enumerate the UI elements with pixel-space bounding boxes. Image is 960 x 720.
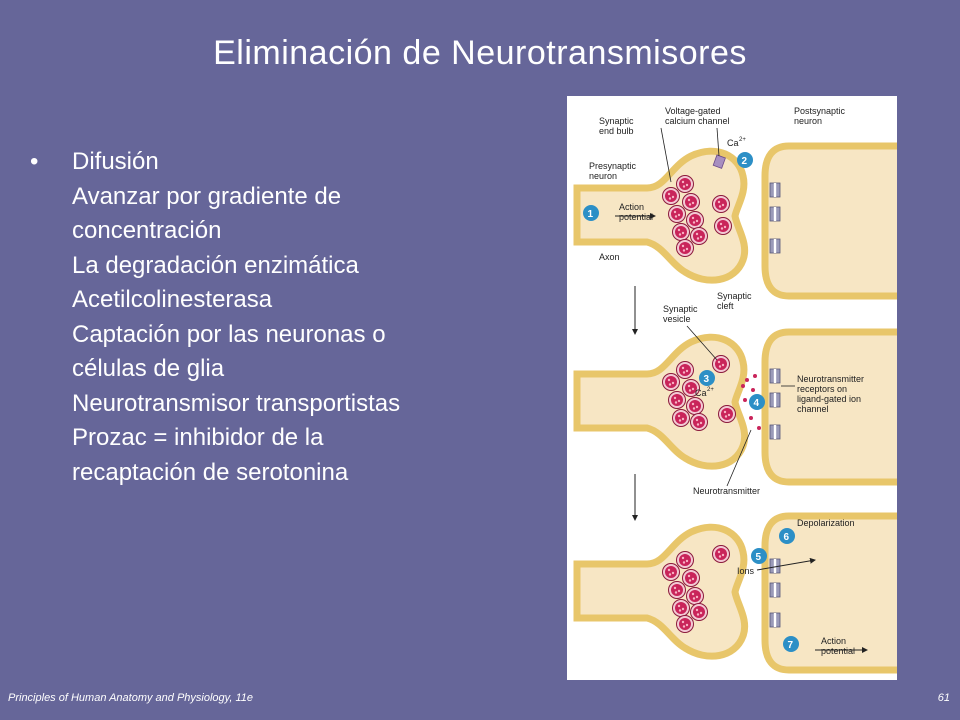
label-postsynaptic: Postsynaptic [794, 106, 846, 116]
footer-course-title: Principles of Human Anatomy and Physiolo… [8, 692, 253, 704]
panel-3: Depolarization Ions Action potential 5 6… [573, 512, 897, 674]
label-ca-top: Ca [727, 138, 739, 148]
step-3: 3 [704, 374, 710, 385]
bullet-line: Captación por las neuronas o [72, 320, 386, 348]
label-nt-receptors: Neurotransmitter [797, 374, 864, 384]
label-synaptic-cleft-2: cleft [717, 301, 734, 311]
synapse-figure: Synaptic end bulb Voltage-gated calcium … [567, 96, 897, 680]
slide-title: Eliminación de Neurotransmisores [213, 34, 747, 72]
bullet-line: Prozac = inhibidor de la [72, 424, 324, 451]
label-nt-receptors-2: receptors on [797, 384, 847, 394]
label-action-bottom-2: potential [821, 646, 855, 656]
bullet-line: células de glia [72, 355, 225, 382]
footer-page-number: 61 [937, 692, 950, 704]
label-synaptic-vesicle-2: vesicle [663, 314, 691, 324]
label-ca-mid: Ca [695, 388, 707, 398]
panel-1: Synaptic end bulb Voltage-gated calcium … [573, 106, 897, 311]
bullet-line: Acetilcolinesterasa [72, 286, 273, 313]
bullet-line: concentración [72, 217, 222, 244]
label-synaptic-end-bulb-2: end bulb [599, 126, 634, 136]
label-action-bottom: Action [821, 636, 846, 646]
step-2: 2 [742, 156, 748, 167]
label-voltage-gated-2: calcium channel [665, 116, 730, 126]
bullet-list: • Difusión Avanzar por gradiente de conc… [30, 145, 530, 490]
bullet-symbol: • [30, 148, 39, 175]
bullet-line: Avanzar por gradiente de [72, 182, 342, 210]
label-synaptic-vesicle: Synaptic [663, 304, 698, 314]
step-5: 5 [756, 552, 762, 563]
label-postsynaptic-2: neuron [794, 116, 822, 126]
label-synaptic-end-bulb: Synaptic [599, 116, 634, 126]
label-ions: Ions [737, 566, 755, 576]
label-nt-receptors-4: channel [797, 404, 829, 414]
label-nt-receptors-3: ligand-gated ion [797, 394, 861, 404]
label-axon: Axon [599, 252, 620, 262]
step-4: 4 [754, 398, 760, 409]
bullet-item: • Difusión Avanzar por gradiente de conc… [30, 145, 530, 490]
label-neurotransmitter: Neurotransmitter [693, 486, 760, 496]
label-ca-sup: 2+ [739, 137, 746, 143]
label-voltage-gated: Voltage-gated [665, 106, 721, 116]
bullet-line: La degradación enzimática [72, 251, 359, 279]
bullet-line: Neurotransmisor transportistas [72, 389, 401, 417]
bullet-lines: Difusión Avanzar por gradiente de concen… [72, 145, 530, 490]
synapse-diagram: Synaptic end bulb Voltage-gated calcium … [573, 106, 897, 674]
label-synaptic-cleft: Synaptic [717, 291, 752, 301]
bullet-line: recaptación de serotonina [72, 458, 349, 486]
step-7: 7 [788, 640, 794, 651]
panel-2: Synaptic vesicle Ca 2+ Neurotransmitter … [573, 304, 897, 496]
label-presynaptic: Presynaptic [589, 161, 637, 171]
label-action-2: potential [619, 212, 653, 222]
label-ca-mid-sup: 2+ [707, 387, 714, 393]
label-action: Action [619, 202, 644, 212]
label-depolarization: Depolarization [797, 518, 855, 528]
step-6: 6 [784, 532, 790, 543]
step-1: 1 [588, 209, 594, 220]
bullet-line: Difusión [72, 148, 159, 175]
label-presynaptic-2: neuron [589, 171, 617, 181]
